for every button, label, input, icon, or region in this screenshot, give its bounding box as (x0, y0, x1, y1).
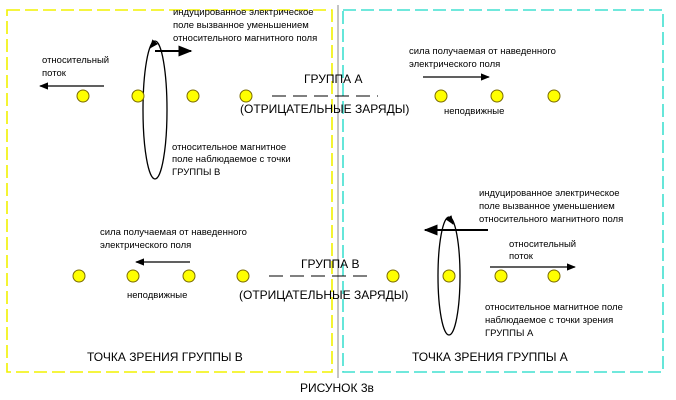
charge (182, 269, 196, 283)
viewpoint-right-caption: ТОЧКА ЗРЕНИЯ ГРУППЫ А (412, 350, 568, 364)
figure-caption: РИСУНОК 3в (300, 381, 374, 395)
charge (131, 89, 145, 103)
bottom-induced-field-label: индуцированное электрическое поле вызван… (479, 188, 623, 225)
charge (239, 89, 253, 103)
bottom-loop-arrow (445, 215, 454, 225)
charge (72, 269, 86, 283)
charge (547, 269, 561, 283)
right-frame (342, 9, 664, 373)
top-magnetic-loop (142, 40, 168, 180)
charge (547, 89, 561, 103)
bottom-force-label: сила получаемая от наведенного электриче… (100, 227, 250, 251)
viewpoint-left-caption: ТОЧКА ЗРЕНИЯ ГРУППЫ В (87, 350, 243, 364)
bottom-relative-flow-label: относительный поток (509, 239, 579, 262)
top-group-title: ГРУППА А (304, 72, 362, 86)
top-relative-flow-label: относительный поток (42, 55, 112, 79)
charge (490, 89, 504, 103)
top-induced-field-label: индуцированное электрическое поле вызван… (173, 7, 317, 44)
bottom-group-subtitle: (ОТРИЦАТЕЛЬНЫЕ ЗАРЯДЫ) (239, 288, 408, 302)
charge (434, 89, 448, 103)
top-group-subtitle: (ОТРИЦАТЕЛЬНЫЕ ЗАРЯДЫ) (240, 102, 409, 116)
bottom-group-title: ГРУППА В (301, 257, 359, 271)
charge (76, 89, 90, 103)
charge (442, 269, 456, 283)
charge (494, 269, 508, 283)
charge (386, 269, 400, 283)
bottom-stationary-label: неподвижные (127, 290, 187, 301)
charge (236, 269, 250, 283)
charge (126, 269, 140, 283)
top-loop-arrow (149, 39, 159, 49)
charge (186, 89, 200, 103)
bottom-magnetic-view-label: относительное магнитное поле наблюдаемое… (485, 302, 626, 339)
top-force-label: сила получаемая от наведенного электриче… (409, 46, 559, 70)
top-stationary-label: неподвижные (444, 106, 504, 117)
top-magnetic-view-label: относительное магнитное поле наблюдаемое… (172, 142, 293, 178)
left-frame (6, 9, 333, 373)
